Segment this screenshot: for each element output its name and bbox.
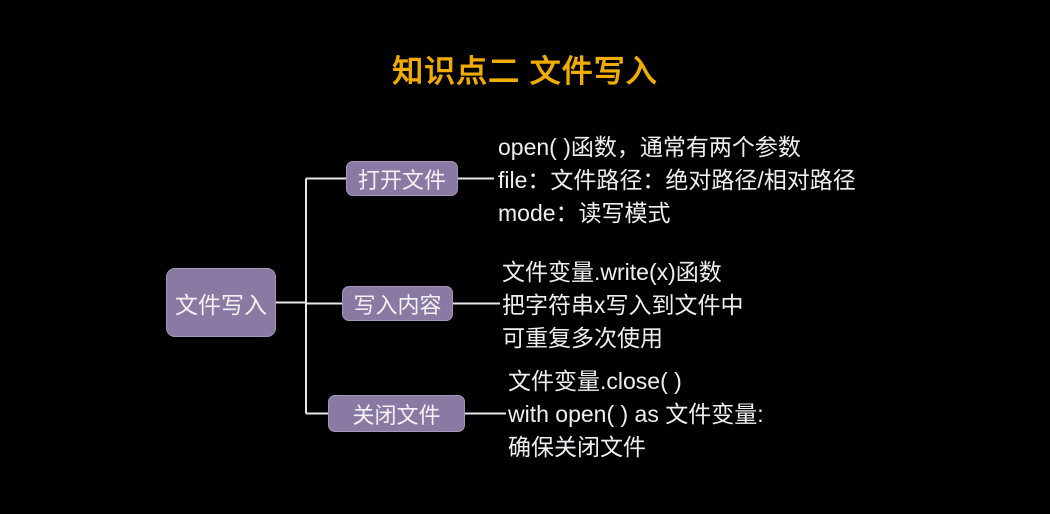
description-line: 可重复多次使用 — [502, 325, 663, 351]
root-node-file-writing: 文件写入 — [166, 268, 276, 337]
slide-title: 知识点二 文件写入 — [392, 54, 658, 89]
branch-node-close-file: 关闭文件 — [328, 395, 465, 432]
description-line: mode：读写模式 — [498, 200, 671, 226]
description-line: 文件变量.close( ) — [508, 368, 682, 394]
branch-description-write-content: 文件变量.write(x)函数 把字符串x写入到文件中 可重复多次使用 — [502, 256, 744, 355]
description-line: with open( ) as 文件变量: — [508, 401, 764, 427]
description-line: 确保关闭文件 — [508, 434, 646, 460]
branch-node-write-content: 写入内容 — [342, 286, 453, 321]
description-line: open( )函数，通常有两个参数 — [498, 134, 801, 160]
branch-node-label: 写入内容 — [353, 292, 442, 318]
description-line: 把字符串x写入到文件中 — [502, 292, 744, 318]
branch-node-label: 打开文件 — [357, 167, 446, 193]
branch-description-open-file: open( )函数，通常有两个参数 file：文件路径：绝对路径/相对路径 mo… — [498, 131, 856, 230]
branch-node-open-file: 打开文件 — [346, 161, 458, 196]
branch-description-close-file: 文件变量.close( ) with open( ) as 文件变量: 确保关闭… — [508, 365, 764, 464]
root-node-label: 文件写入 — [175, 291, 267, 318]
branch-node-label: 关闭文件 — [352, 402, 441, 428]
description-line: 文件变量.write(x)函数 — [502, 259, 722, 285]
description-line: file：文件路径：绝对路径/相对路径 — [498, 167, 856, 193]
